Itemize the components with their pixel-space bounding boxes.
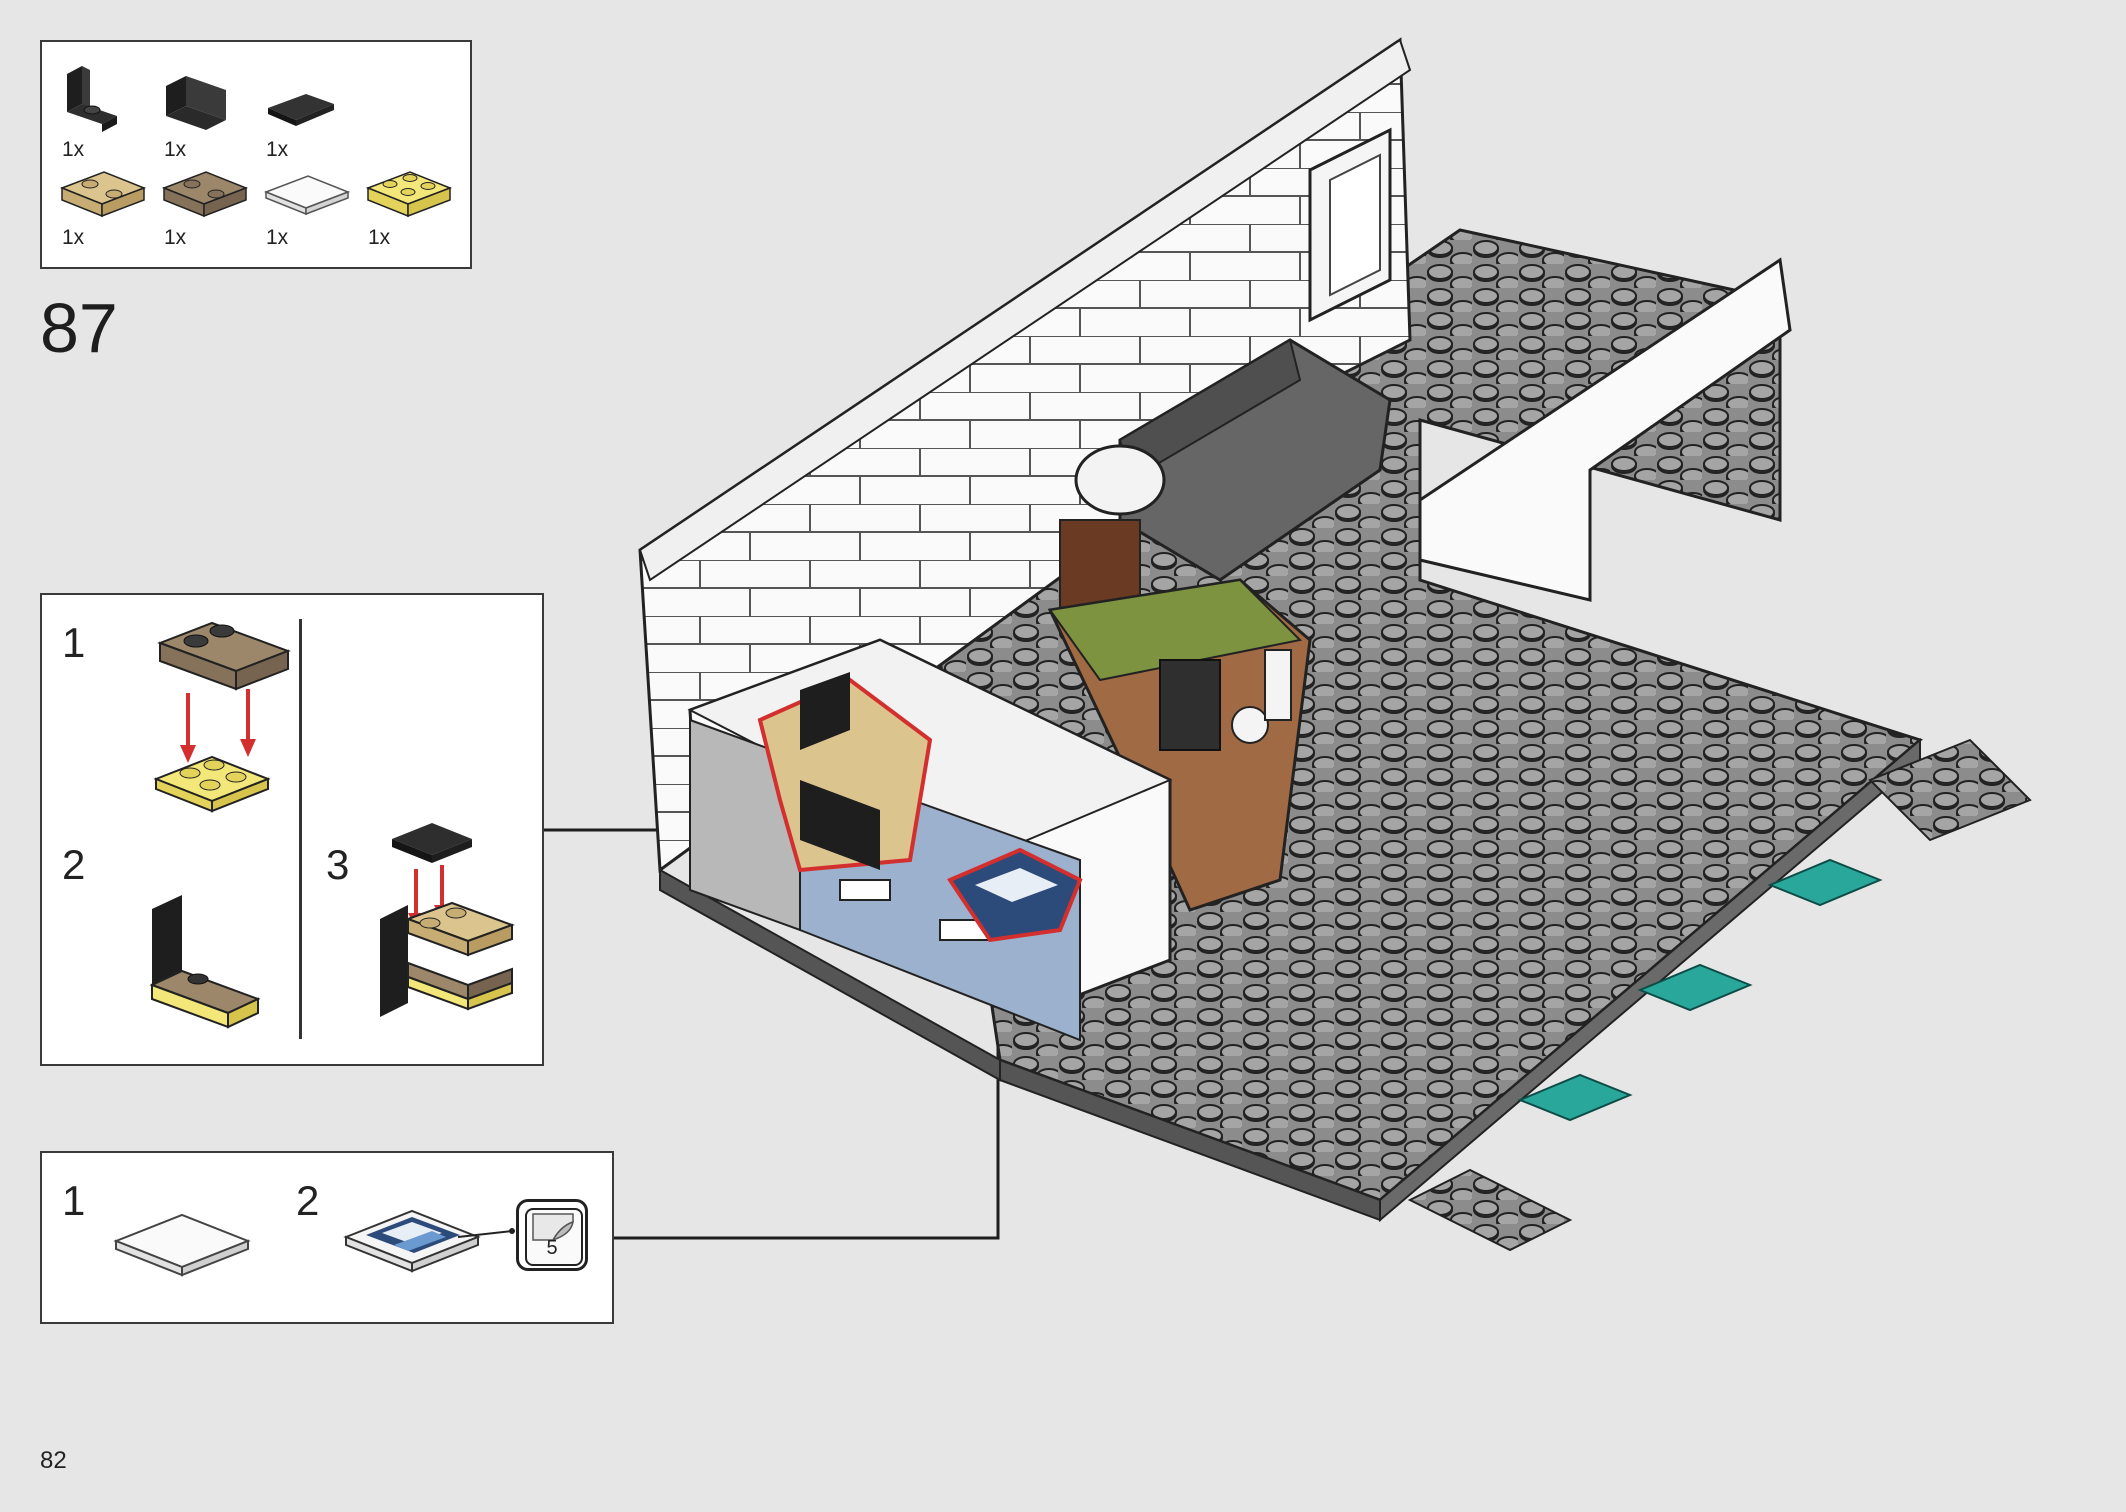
part-qty: 1x [62,138,85,161]
step2-drawing [149,895,261,1029]
part-qty: 1x [62,226,85,249]
mug [1231,706,1269,744]
side-plate [1868,738,2032,842]
sticker-tile-drawing [343,1209,515,1273]
substep-number: 3 [326,841,350,888]
page-number: 82 [40,1447,67,1474]
black-tile-icon [268,94,334,126]
lamp-shade [1074,444,1166,516]
right-low-wall [1418,257,1792,602]
dark-tan-plate-icon [161,171,249,218]
subassembly-callout-2: 1 2 5 [40,1151,614,1324]
yellow-plate-icon [365,171,453,218]
teal-tile [1517,1073,1633,1122]
teal-tile [1767,858,1883,907]
substep-number: 2 [62,841,86,888]
monitor [1159,659,1221,751]
step-number: 87 [40,289,118,367]
pen-holder [1264,649,1292,721]
tan-plate-icon [59,171,147,218]
subassembly-callout-1: 1 2 3 [40,593,544,1066]
lamp-stand [1059,519,1141,611]
teal-tile [1637,963,1753,1012]
part-qty: 1x [266,226,289,249]
substep-divider [299,619,302,1039]
sticker-page-icon [532,1213,574,1242]
black-bracket-icon [166,76,226,130]
part-qty: 1x [164,138,187,161]
white-tile-drawing [113,1213,251,1277]
part-qty: 1x [368,226,391,249]
step1-drawing [153,621,291,813]
step3-drawing [380,823,515,1017]
parts-list: 1x 1x 1x 1x 1x 1x [40,40,472,269]
substep-number: 1 [62,619,86,666]
front-plate [1407,1168,1573,1252]
part-qty: 1x [266,138,289,161]
sticker-sheet-badge: 5 [516,1199,588,1271]
white-tile-icon [263,175,351,216]
substep-number: 1 [62,1177,86,1224]
black-bracket-icon [67,66,117,132]
substep-number: 2 [296,1177,320,1224]
sticker-sheet-number: 5 [546,1237,558,1259]
part-qty: 1x [164,226,187,249]
